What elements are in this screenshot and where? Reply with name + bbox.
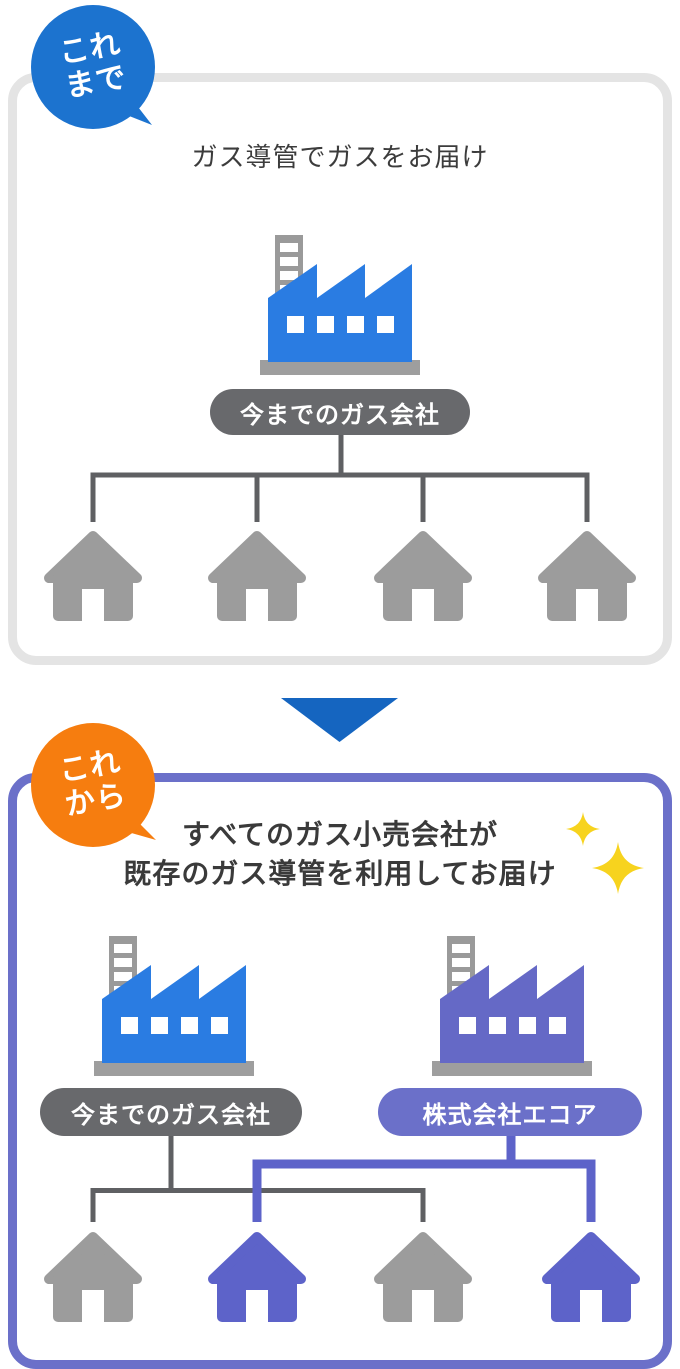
speech-bubble-icon bbox=[31, 5, 155, 129]
speech-bubble-icon bbox=[31, 723, 156, 847]
house-icon bbox=[205, 529, 309, 623]
house-icon bbox=[371, 529, 475, 623]
company-label-before: 今までのガス会社 bbox=[210, 389, 470, 435]
house-icon bbox=[41, 529, 145, 623]
house-icon bbox=[371, 1230, 475, 1324]
sparkle-icon bbox=[566, 812, 600, 846]
house-icon bbox=[535, 529, 639, 623]
house-icon bbox=[41, 1230, 145, 1324]
before-title: ガス導管でガスをお届け bbox=[191, 142, 489, 172]
after-title: すべてのガス小売会社が 既存のガス導管を利用してお届け bbox=[20, 815, 660, 893]
factory-icon-blue bbox=[260, 232, 420, 375]
factory-icon-purple bbox=[432, 933, 592, 1076]
house-icon bbox=[205, 1230, 309, 1324]
badge-before: これ まで bbox=[26, 2, 166, 134]
transition-arrow-icon bbox=[281, 698, 398, 742]
sparkle-icon bbox=[592, 842, 644, 894]
company-label-ecoa: 株式会社エコア bbox=[378, 1088, 642, 1136]
company-label-existing: 今までのガス会社 bbox=[40, 1088, 302, 1136]
house-icon bbox=[539, 1230, 643, 1324]
factory-icon-blue bbox=[94, 933, 254, 1076]
badge-after: これ から bbox=[26, 720, 166, 852]
after-title-line2: 既存のガス導管を利用してお届け bbox=[123, 858, 557, 889]
after-title-line1: すべてのガス小売会社が bbox=[182, 819, 498, 850]
